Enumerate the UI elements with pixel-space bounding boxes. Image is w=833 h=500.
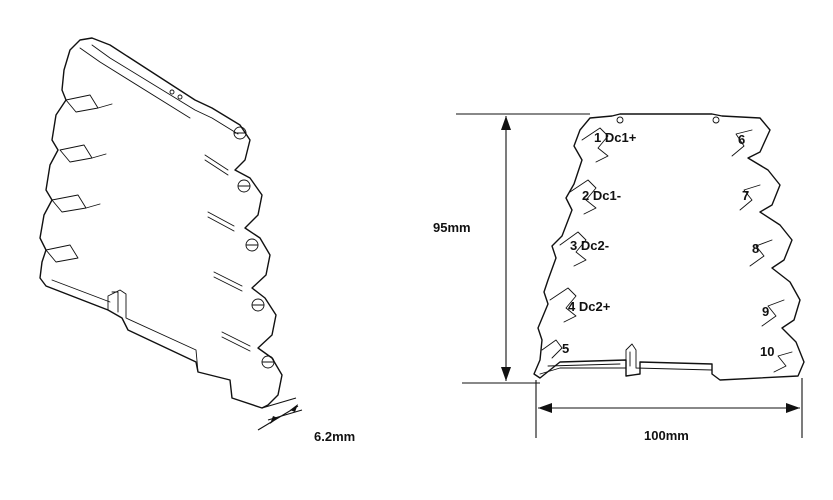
iso-left-terminals — [45, 94, 113, 263]
terminal-8-label: 8 — [752, 241, 759, 256]
depth-dimension — [535, 378, 803, 438]
iso-width-dimension — [257, 397, 303, 431]
iso-right-terminals — [233, 126, 275, 369]
terminal-1-label: 1 Dc1+ — [594, 130, 637, 145]
terminal-10-label: 10 — [760, 344, 774, 359]
iso-din-clip-inner — [51, 279, 119, 313]
front-top-bolt-left — [616, 116, 624, 124]
iso-top-hole-2 — [177, 94, 183, 100]
terminal-7-label: 7 — [742, 188, 749, 203]
iso-din-clip — [45, 285, 199, 373]
front-din-clip — [539, 343, 713, 375]
isometric-view: 6.2mm — [39, 37, 355, 444]
iso-top-hole-1 — [169, 89, 175, 95]
iso-width-label: 6.2mm — [314, 429, 355, 444]
terminal-5-label: 5 — [562, 341, 569, 356]
terminal-3-label: 3 Dc2- — [570, 238, 609, 253]
depth-label: 100mm — [644, 428, 689, 443]
front-view: 1 Dc1+ 2 Dc1- 3 Dc2- 4 Dc2+ 5 6 7 8 9 10… — [433, 113, 805, 443]
terminal-9-label: 9 — [762, 304, 769, 319]
terminal-2-label: 2 Dc1- — [582, 188, 621, 203]
iso-top-ridge — [79, 47, 191, 119]
iso-housing-outline — [39, 37, 283, 409]
front-top-bolt-right — [712, 116, 720, 124]
iso-top-edge — [91, 44, 239, 135]
front-din-clip-inner — [547, 351, 631, 367]
terminal-4-label: 4 Dc2+ — [568, 299, 611, 314]
height-dimension — [456, 113, 590, 384]
front-left-notches — [541, 127, 609, 359]
height-label: 95mm — [433, 220, 471, 235]
iso-wire-entries — [204, 154, 251, 352]
front-right-notches — [731, 129, 793, 373]
terminal-6-label: 6 — [738, 132, 745, 147]
front-housing-outline — [533, 113, 805, 381]
